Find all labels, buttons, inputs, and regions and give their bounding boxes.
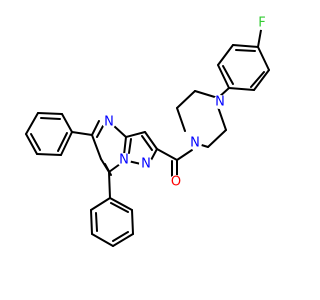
bond <box>156 148 178 161</box>
bond <box>176 107 186 132</box>
atom-label: N <box>119 153 129 168</box>
molecule-diagram: N N N N N O F <box>25 16 270 247</box>
bond <box>112 233 134 247</box>
bond <box>144 131 158 150</box>
atom-oxygen-carbonyl: O <box>169 175 183 190</box>
bond <box>108 171 111 199</box>
bond <box>71 131 93 136</box>
bond <box>253 69 270 91</box>
bond <box>37 112 63 115</box>
bond <box>91 233 114 247</box>
atom-nitrogen-bridgehead: N <box>117 153 131 168</box>
bond <box>104 163 112 176</box>
bond <box>222 65 234 85</box>
bond <box>25 112 39 135</box>
bond <box>176 90 196 109</box>
atom-label-layer: N N N N N O F <box>102 16 269 190</box>
bond <box>141 135 153 151</box>
structure-canvas: N N N N N O F <box>25 16 270 247</box>
atom-label: N <box>104 115 114 130</box>
bond <box>91 134 102 160</box>
bond <box>90 197 111 211</box>
atom-nitrogen-pyrimidine: N <box>102 115 116 130</box>
bond <box>123 136 127 156</box>
bond <box>95 212 98 232</box>
bond-layer <box>25 29 270 247</box>
bond <box>217 106 227 131</box>
bond <box>228 87 255 91</box>
atom-nitrogen-pyrazole: N <box>139 157 153 172</box>
atom-nitrogen-piperazine-amide: N <box>188 136 202 151</box>
bond <box>110 202 129 213</box>
bond <box>112 231 129 242</box>
bond <box>90 209 93 235</box>
bond <box>131 209 134 235</box>
bond <box>91 120 100 136</box>
atom-label: N <box>190 136 200 151</box>
bond <box>30 133 41 151</box>
bond <box>176 149 193 161</box>
bond <box>250 71 265 88</box>
bond <box>60 131 73 156</box>
bond <box>40 117 61 120</box>
atom-label: F <box>258 16 265 31</box>
bond <box>108 163 121 173</box>
bond <box>36 153 62 156</box>
bond <box>25 133 38 155</box>
bond <box>194 90 219 99</box>
bond <box>235 49 256 52</box>
bond <box>257 46 270 71</box>
bond <box>125 131 146 138</box>
bond <box>128 138 132 154</box>
bond <box>207 129 227 148</box>
atom-fluorine: F <box>255 16 269 31</box>
bond <box>109 197 133 211</box>
atom-label: N <box>215 95 225 110</box>
bond <box>96 125 104 138</box>
bond <box>61 113 73 133</box>
bond <box>217 44 234 66</box>
atom-nitrogen-piperazine-aryl: N <box>213 95 227 110</box>
bond <box>217 64 230 89</box>
bond <box>57 132 68 152</box>
bond <box>232 44 259 48</box>
bond <box>257 29 262 48</box>
atom-label: N <box>141 157 151 172</box>
atom-label: O <box>171 175 181 190</box>
bond <box>113 125 127 138</box>
